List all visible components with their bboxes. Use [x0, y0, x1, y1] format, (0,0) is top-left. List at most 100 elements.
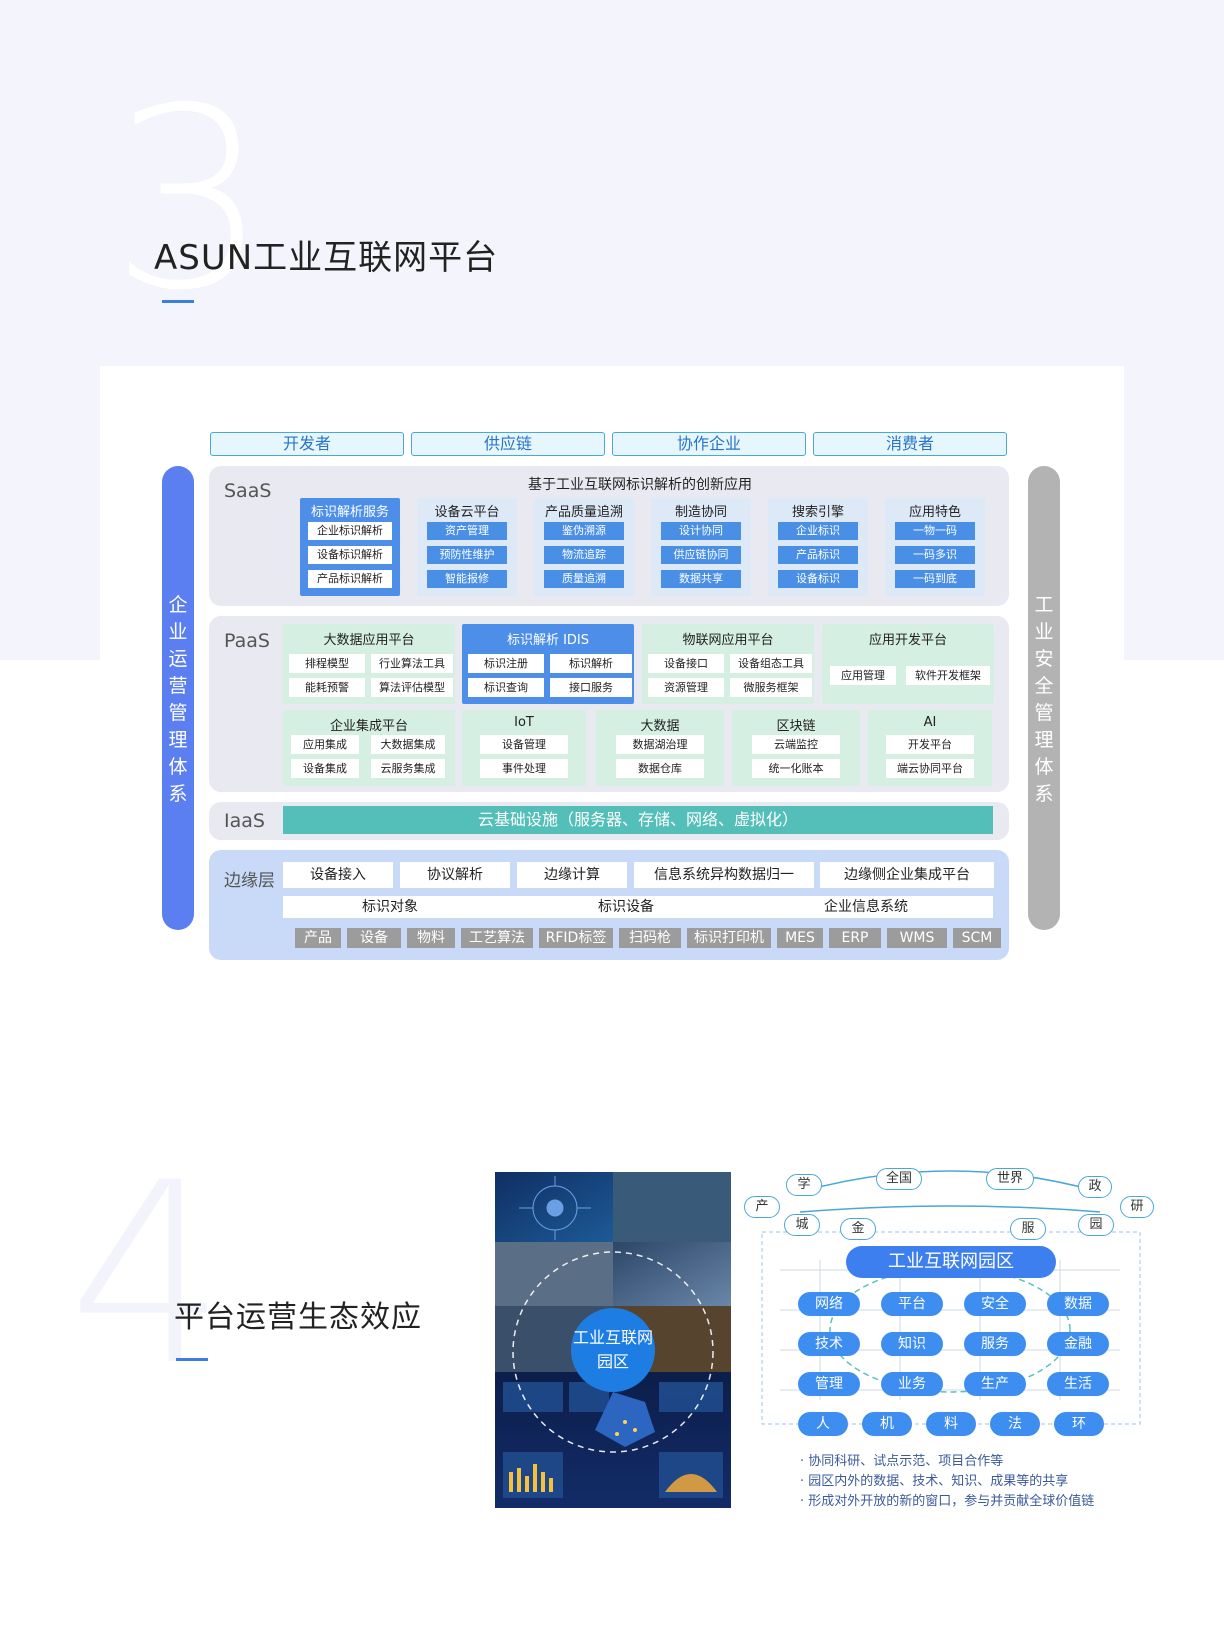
ecosystem-element-pill: 网络	[798, 1292, 860, 1316]
paas-item: 事件处理	[480, 759, 568, 778]
edge-row2-bar	[283, 896, 993, 918]
section3-number: 3	[110, 54, 270, 345]
paas-item: 统一化账本	[752, 759, 840, 778]
saas-item: 一物一码	[895, 522, 975, 540]
ecosystem-bullet-line: · 形成对外开放的新的窗口，参与并贡献全球价值链	[800, 1494, 1095, 1509]
ecosystem-element-pill: 技术	[798, 1332, 860, 1356]
saas-column-title: 搜索引擎	[791, 505, 844, 520]
paas-item: 应用管理	[830, 666, 896, 685]
ecosystem-element-pill: 管理	[798, 1372, 860, 1396]
right-industrial-security-bar: 工业安全管理体系	[1028, 466, 1060, 930]
paas-item: 算法评估模型	[371, 678, 453, 697]
saas-item: 物流追踪	[544, 546, 624, 564]
paas-group-title: 应用开发平台	[868, 633, 947, 648]
ecosystem-bullet-line: · 协同科研、试点示范、项目合作等	[800, 1454, 1004, 1469]
paas-item: 接口服务	[550, 678, 632, 697]
ecosystem-ring-pill: 政	[1078, 1176, 1112, 1198]
saas-column: 标识解析服务企业标识解析设备标识解析产品标识解析	[300, 498, 400, 596]
saas-item: 质量追溯	[544, 570, 624, 588]
section4-title-underline	[176, 1358, 208, 1361]
industrial-park-photo-collage: 工业互联网 园区	[495, 1172, 731, 1508]
stakeholder-pill: 协作企业	[612, 432, 806, 456]
paas-item: 设备组态工具	[730, 654, 812, 673]
paas-item: 排程模型	[289, 654, 365, 673]
ecosystem-element-pill: 机	[862, 1412, 912, 1436]
section3-title: ASUN工业互联网平台	[154, 238, 499, 278]
ecosystem-element-pill: 生产	[964, 1372, 1026, 1396]
edge-target: 标识对象	[362, 899, 418, 915]
saas-item: 预防性维护	[427, 546, 507, 564]
left-enterprise-ops-bar: 企业运营管理体系	[162, 466, 194, 930]
saas-item: 一码多识	[895, 546, 975, 564]
edge-source-tag: ERP	[829, 928, 881, 948]
right-bar-char: 管	[1034, 702, 1054, 724]
paas-item: 应用集成	[291, 735, 359, 754]
saas-item: 企业标识	[778, 522, 858, 540]
paas-item: 云服务集成	[371, 759, 445, 778]
stakeholder-pill: 开发者	[210, 432, 404, 456]
edge-source-tag: WMS	[887, 928, 947, 948]
paas-item: 设备管理	[480, 735, 568, 754]
paas-item: 标识解析	[550, 654, 632, 673]
ecosystem-center-pill: 工业互联网园区	[846, 1246, 1056, 1278]
right-bar-char: 全	[1034, 675, 1054, 697]
saas-item: 供应链协同	[661, 546, 741, 564]
saas-item: 设备标识	[778, 570, 858, 588]
stakeholder-pill: 消费者	[813, 432, 1007, 456]
saas-label: SaaS	[224, 480, 272, 502]
edge-source-tag: 扫码枪	[619, 928, 681, 948]
ecosystem-element-pill: 金融	[1047, 1332, 1109, 1356]
ecosystem-element-pill: 平台	[881, 1292, 943, 1316]
ecosystem-element-pill: 业务	[881, 1372, 943, 1396]
edge-item: 协议解析	[400, 862, 510, 888]
edge-source-tag: RFID标签	[539, 928, 613, 948]
ecosystem-ring-pill: 金	[840, 1218, 876, 1240]
saas-item: 产品标识	[778, 546, 858, 564]
saas-item: 资产管理	[427, 522, 507, 540]
paas-item: 资源管理	[648, 678, 724, 697]
edge-source-tag: SCM	[953, 928, 1001, 948]
saas-column: 产品质量追溯鉴伪溯源物流追踪质量追溯	[534, 498, 634, 596]
saas-column-title: 制造协同	[674, 505, 727, 520]
edge-item: 设备接入	[283, 862, 393, 888]
paas-item: 设备集成	[291, 759, 359, 778]
saas-item: 设计协同	[661, 522, 741, 540]
ecosystem-element-pill: 知识	[881, 1332, 943, 1356]
saas-item: 一码到底	[895, 570, 975, 588]
paas-item: 能耗预警	[289, 678, 365, 697]
paas-row2-group: 区块链云端监控统一化账本	[732, 710, 860, 786]
stakeholder-pill: 供应链	[411, 432, 605, 456]
edge-source-tag: 物料	[407, 928, 455, 948]
right-bar-char: 业	[1034, 621, 1054, 643]
photo-caption-line1: 工业互联网	[572, 1328, 653, 1347]
right-bar-char: 理	[1034, 729, 1054, 751]
photo-caption-line2: 园区	[596, 1352, 629, 1371]
paas-item: 大数据集成	[371, 735, 445, 754]
ecosystem-ring-pill: 产	[744, 1196, 780, 1218]
paas-item: 行业算法工具	[371, 654, 453, 673]
paas-item: 端云协同平台	[886, 759, 974, 778]
ecosystem-ring-pill: 全国	[876, 1168, 922, 1190]
paas-label: PaaS	[224, 630, 270, 652]
paas-item: 标识查询	[468, 678, 544, 697]
paas-group-title: 大数据	[640, 719, 680, 734]
edge-source-tag: MES	[777, 928, 823, 948]
edge-label: 边缘层	[224, 871, 275, 891]
saas-column: 制造协同设计协同供应链协同数据共享	[651, 498, 751, 596]
saas-column: 设备云平台资产管理预防性维护智能报修	[417, 498, 517, 596]
left-bar-char: 理	[168, 729, 188, 751]
right-bar-char: 系	[1034, 783, 1054, 805]
section3-title-underline	[162, 300, 194, 303]
paas-item: 开发平台	[886, 735, 974, 754]
paas-item: 设备接口	[648, 654, 724, 673]
saas-header: 基于工业互联网标识解析的创新应用	[528, 477, 752, 493]
left-bar-char: 系	[168, 783, 188, 805]
ecosystem-element-pill: 料	[926, 1412, 976, 1436]
paas-row1-group: 物联网应用平台设备接口设备组态工具资源管理微服务框架	[642, 624, 814, 704]
ecosystem-ring-pill: 研	[1120, 1196, 1154, 1218]
paas-item: 云端监控	[752, 735, 840, 754]
section4-number: 4	[68, 1129, 228, 1420]
edge-item: 信息系统异构数据归一	[634, 862, 814, 888]
